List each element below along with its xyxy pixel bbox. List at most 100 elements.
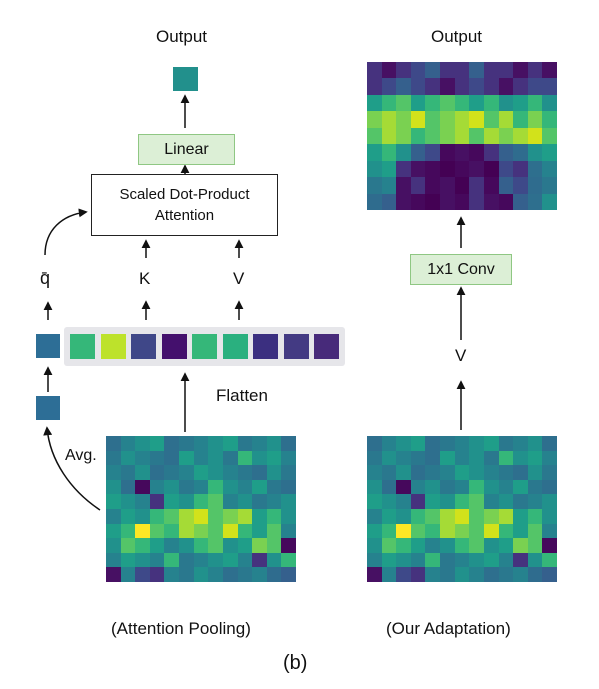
heatmap-cell [542,494,557,509]
heatmap-cell [396,160,411,178]
heatmap-cell [106,479,121,495]
input-feature-map-right [367,436,557,582]
heatmap-cell [149,567,165,582]
heatmap-cell [454,193,470,210]
heatmap-cell [120,538,136,553]
heatmap-cell [542,177,557,194]
heatmap-cell [237,494,253,509]
heatmap-cell [498,78,514,95]
heatmap-cell [410,567,426,582]
heatmap-cell [527,552,543,568]
heatmap-cell [513,62,528,79]
heatmap-cell [193,479,209,495]
heatmap-cell [281,479,296,495]
heatmap-cell [425,177,441,194]
heatmap-cell [425,523,441,539]
heatmap-cell [381,509,397,524]
heatmap-cell [469,494,484,509]
heatmap-cell [410,193,426,210]
heatmap-cell [237,450,253,466]
heatmap-cell [164,494,180,509]
heatmap-cell [164,552,180,568]
heatmap-cell [542,193,557,210]
heatmap-cell [164,465,180,480]
heatmap-cell [410,111,426,128]
heatmap-cell [208,538,223,553]
heatmap-cell [149,436,165,451]
heatmap-cell [542,160,557,178]
heatmap-cell [513,94,528,112]
heatmap-cell [381,78,397,95]
heatmap-cell [367,127,382,145]
heatmap-cell [454,450,470,466]
heatmap-cell [120,552,136,568]
heatmap-cell [498,62,514,79]
heatmap-cell [396,111,411,128]
heatmap-cell [193,552,209,568]
heatmap-cell [252,567,267,582]
heatmap-cell [483,94,499,112]
heatmap-cell [135,552,150,568]
heatmap-cell [469,160,484,178]
heatmap-cell [367,436,382,451]
heatmap-cell [396,509,411,524]
heatmap-cell [440,523,455,539]
heatmap-cell [208,552,223,568]
heatmap-cell [498,538,514,553]
heatmap-cell [179,450,194,466]
heatmap-cell [498,144,514,161]
heatmap-cell [469,538,484,553]
heatmap-cell [483,479,499,495]
heatmap-cell [120,436,136,451]
heatmap-cell [252,465,267,480]
heatmap-cell [498,465,514,480]
heatmap-cell [266,436,282,451]
heatmap-cell [381,94,397,112]
heatmap-cell [396,436,411,451]
heatmap-cell [542,62,557,79]
heatmap-cell [149,479,165,495]
heatmap-cell [513,479,528,495]
heatmap-cell [527,494,543,509]
heatmap-cell [513,509,528,524]
heatmap-cell [149,538,165,553]
heatmap-cell [164,523,180,539]
right-v-label: V [455,346,467,365]
heatmap-cell [149,465,165,480]
attention-label-line1: Scaled Dot-Product [119,186,250,203]
heatmap-cell [513,160,528,178]
heatmap-cell [469,144,484,161]
heatmap-cell [542,523,557,539]
heatmap-cell [381,567,397,582]
heatmap-cell [367,193,382,210]
heatmap-cell [410,62,426,79]
heatmap-cell [381,465,397,480]
heatmap-cell [281,538,296,553]
heatmap-cell [469,193,484,210]
heatmap-cell [542,479,557,495]
heatmap-cell [425,552,441,568]
heatmap-cell [483,160,499,178]
heatmap-cell [381,160,397,178]
heatmap-cell [396,94,411,112]
heatmap-cell [266,523,282,539]
output-feature-map [367,62,557,210]
heatmap-cell [208,450,223,466]
heatmap-cell [135,465,150,480]
heatmap-cell [513,465,528,480]
heatmap-cell [266,494,282,509]
heatmap-cell [381,552,397,568]
heatmap-cell [498,111,514,128]
heatmap-cell [440,62,455,79]
heatmap-cell [120,523,136,539]
heatmap-cell [381,111,397,128]
heatmap-cell [440,479,455,495]
heatmap-cell [469,567,484,582]
heatmap-cell [381,127,397,145]
heatmap-cell [222,538,238,553]
heatmap-cell [542,127,557,145]
heatmap-cell [164,509,180,524]
avg-square [36,396,60,420]
heatmap-cell [542,538,557,553]
heatmap-cell [440,193,455,210]
